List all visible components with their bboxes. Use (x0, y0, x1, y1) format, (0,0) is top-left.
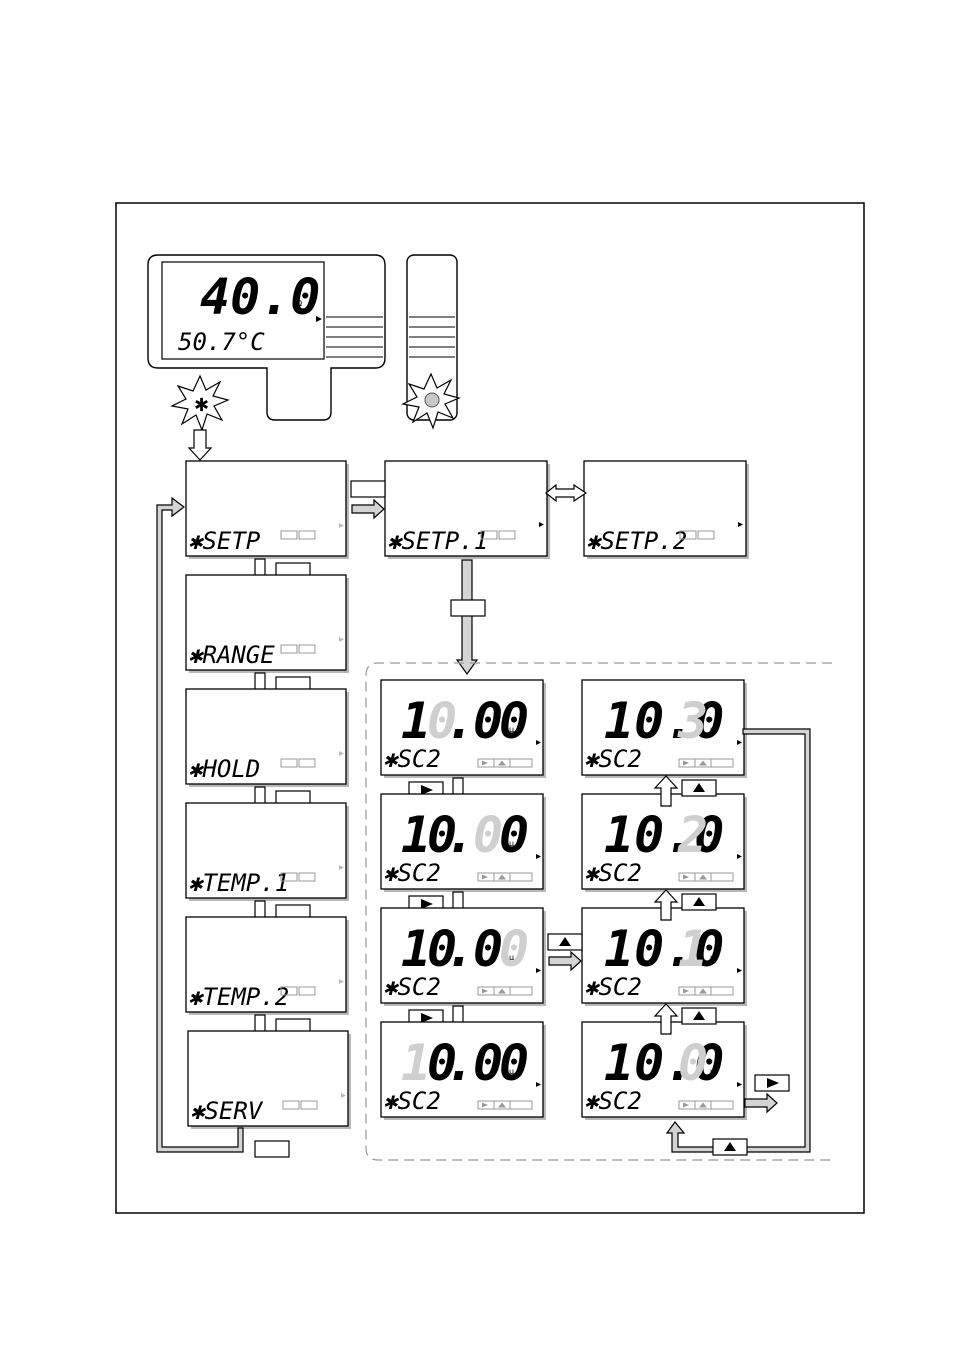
menu-code-label: ✱TEMP.2 (188, 983, 289, 1011)
edit-digit: . (445, 920, 475, 978)
key-highlight-icon (425, 393, 439, 407)
setpoint-toggle-arrow (546, 485, 586, 501)
edit-last-digit: 2 (677, 806, 708, 864)
menu-lcd-temp2: ✱TEMP.2 (186, 917, 349, 1015)
edit-columns: ✱SC2μ10.00✱SC2μ10.00✱SC2μ10.00✱SC2μ10.00… (381, 680, 747, 1120)
setpoint-code-label: ✱SETP.1 (387, 527, 488, 555)
edit-digit: 0 (499, 920, 529, 978)
menu-lcd-serv: ✱SERV (188, 1031, 351, 1129)
setpoint-code-label: ✱SETP.2 (586, 527, 687, 555)
edit-digit: . (445, 1034, 475, 1092)
menu-lcd-range: ✱RANGE (186, 575, 349, 673)
edit-last-digit: 0 (678, 1034, 708, 1092)
device-illustration: 40.0 Ω 50.7°C ✱ (148, 255, 459, 460)
edit-digit: 0 (499, 806, 529, 864)
asterisk-key-icon: ✱ (194, 395, 209, 416)
edit-digit: 0 (499, 1034, 529, 1092)
menu-lcd-hold: ✱HOLD (186, 689, 349, 787)
menu-lcd-setp: ✱SETP (186, 461, 349, 559)
menu-column: ✱SETP ✱RANGE ✱HOLD ✱TEMP.1 ✱TEMP.2 ✱SERV (186, 461, 351, 1129)
setpoint-lcd-2: ✱SETP.2 (584, 461, 749, 559)
edit-digit: . (445, 692, 475, 750)
setpoint-lcd-1: ✱SETP.1 (385, 461, 550, 559)
menu-code-label: ✱TEMP.1 (188, 869, 289, 897)
menu-code-label: ✱RANGE (188, 641, 275, 669)
menu-code-label: ✱HOLD (188, 755, 260, 783)
edit-digit: . (445, 806, 475, 864)
device-main-reading: 40.0 (200, 268, 320, 326)
menu-lcd-temp1: ✱TEMP.1 (186, 803, 349, 901)
setpoint-row: ✱SETP.1 ✱SETP.2 (351, 461, 749, 674)
edit-last-digit: 3 (677, 692, 708, 750)
device-secondary-reading: 50.7°C (178, 328, 265, 356)
edit-digit: 0 (499, 692, 529, 750)
edit-last-digit: 1 (678, 920, 708, 978)
menu-code-label: ✱SERV (190, 1097, 264, 1125)
device-unit: Ω (296, 299, 302, 308)
menu-code-label: ✱SETP (188, 527, 261, 555)
